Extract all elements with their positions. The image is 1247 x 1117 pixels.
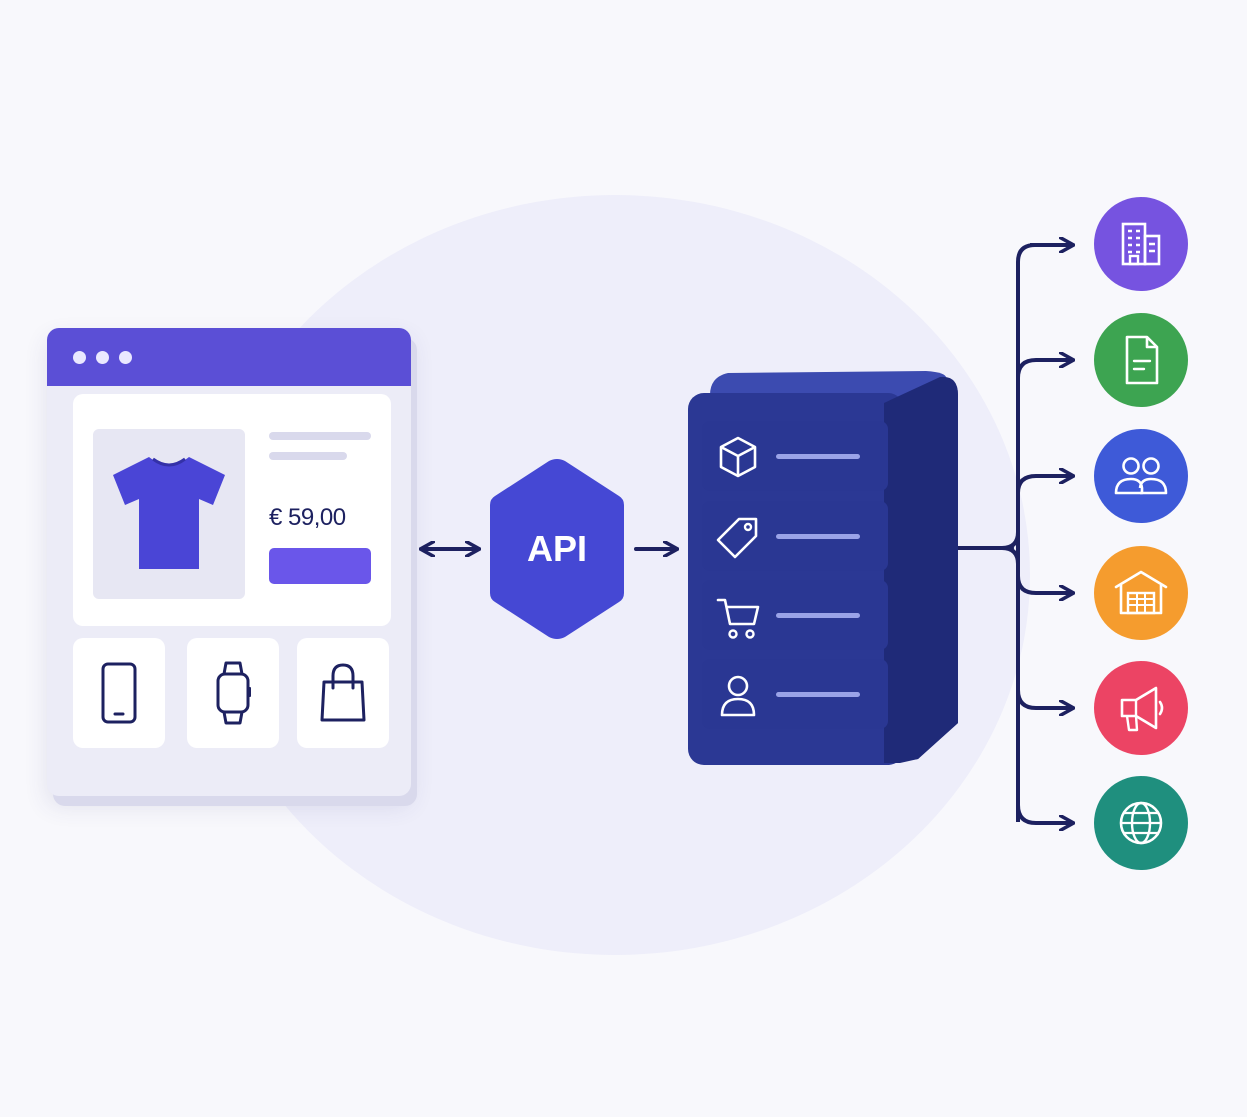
shop-window: € 59,00 xyxy=(47,328,411,796)
branch-arrow-2 xyxy=(1016,360,1072,379)
destination-company[interactable] xyxy=(1094,197,1188,291)
panel-line xyxy=(776,454,860,459)
watch-icon xyxy=(216,661,251,725)
window-dot xyxy=(119,350,132,364)
server-panel-customers xyxy=(702,659,888,729)
window-title-bar xyxy=(47,328,411,386)
product-image xyxy=(93,429,245,599)
branch-arrow-3 xyxy=(1016,476,1072,494)
cart-icon xyxy=(716,598,760,639)
product-subtitle-placeholder xyxy=(269,452,347,460)
window-dot xyxy=(96,350,109,364)
office-building-icon xyxy=(1121,222,1161,266)
trunk-line xyxy=(1016,243,1036,822)
branch-curve-up xyxy=(1001,531,1020,550)
box-icon xyxy=(719,436,757,478)
panel-line xyxy=(776,613,860,618)
users-icon xyxy=(1114,457,1168,495)
item-card-watch[interactable] xyxy=(187,638,279,748)
server-panel-orders xyxy=(702,580,888,650)
server-panel-products xyxy=(702,421,888,491)
product-title-placeholder xyxy=(269,432,371,440)
panel-line xyxy=(776,692,860,697)
branch-arrow-4 xyxy=(1016,575,1072,593)
phone-icon xyxy=(101,662,137,724)
destination-global[interactable] xyxy=(1094,776,1188,870)
shopping-bag-icon xyxy=(320,663,366,722)
destination-warehouse[interactable] xyxy=(1094,546,1188,640)
panel-line xyxy=(776,534,860,539)
destination-documents[interactable] xyxy=(1094,313,1188,407)
server-panel-pricing xyxy=(702,501,888,571)
product-price: € 59,00 xyxy=(269,504,346,531)
branch-arrow-5 xyxy=(1016,689,1072,708)
document-icon xyxy=(1125,335,1159,385)
megaphone-icon xyxy=(1120,686,1164,732)
tshirt-icon xyxy=(113,457,225,569)
item-card-phone[interactable] xyxy=(73,638,165,748)
destination-team[interactable] xyxy=(1094,429,1188,523)
globe-icon xyxy=(1119,801,1163,845)
product-card: € 59,00 xyxy=(73,394,391,626)
item-card-bag[interactable] xyxy=(297,638,389,748)
tag-icon xyxy=(716,517,758,559)
warehouse-icon xyxy=(1114,570,1168,615)
branch-arrow-6 xyxy=(1016,804,1072,823)
api-label: API xyxy=(526,528,587,569)
branch-curve-down xyxy=(1001,546,1020,565)
add-to-cart-button[interactable] xyxy=(269,548,371,584)
destination-marketing[interactable] xyxy=(1094,661,1188,755)
user-icon xyxy=(720,675,756,717)
window-dot xyxy=(73,350,86,364)
api-hexagon xyxy=(490,459,624,639)
